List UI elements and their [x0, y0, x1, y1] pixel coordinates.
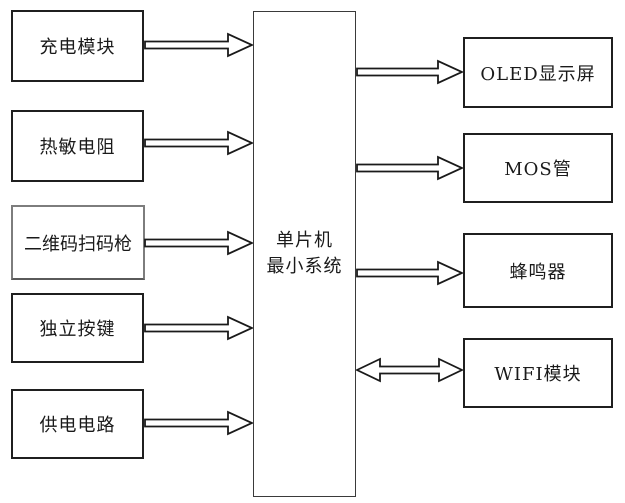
node-label: 供电电路 — [39, 415, 116, 436]
arrow-mcu-to-buzzer-icon — [356, 260, 463, 286]
arrow-thermistor-to-mcu-icon — [144, 130, 253, 156]
arrow-keys-to-mcu-icon — [144, 315, 253, 341]
node-label: MOS管 — [504, 159, 572, 180]
node-charging-module: 充电模块 — [11, 10, 144, 82]
node-label-line1: 单片机 — [276, 230, 333, 251]
node-label: 蜂鸣器 — [509, 261, 567, 283]
node-label: 充电模块 — [39, 37, 116, 58]
arrow-power-to-mcu-icon — [144, 410, 253, 436]
node-label: 独立按键 — [39, 319, 116, 340]
arrow-mcu-wifi-bidirectional-icon — [356, 356, 463, 384]
node-mcu-minimum-system: 单片机 最小系统 — [253, 11, 356, 497]
arrow-mcu-to-oled-icon — [356, 59, 463, 85]
node-power-supply-circuit: 供电电路 — [11, 389, 144, 459]
node-independent-keys: 独立按键 — [11, 293, 144, 363]
arrow-qr-scanner-to-mcu-icon — [144, 230, 253, 256]
node-thermistor: 热敏电阻 — [11, 110, 144, 182]
arrow-mcu-to-mos-icon — [356, 155, 463, 181]
node-wifi-module: WIFI模块 — [463, 338, 613, 408]
node-label: 二维码扫码枪 — [24, 233, 132, 255]
node-label: WIFI模块 — [494, 364, 582, 385]
node-label: 热敏电阻 — [39, 137, 116, 158]
arrow-charging-to-mcu-icon — [144, 32, 253, 58]
node-label: OLED显示屏 — [480, 63, 596, 85]
node-mos-transistor: MOS管 — [463, 133, 613, 203]
node-buzzer: 蜂鸣器 — [463, 233, 613, 308]
node-oled-display: OLED显示屏 — [463, 37, 613, 108]
node-qr-scanner: 二维码扫码枪 — [11, 205, 145, 280]
node-label-line2: 最小系统 — [266, 256, 343, 277]
